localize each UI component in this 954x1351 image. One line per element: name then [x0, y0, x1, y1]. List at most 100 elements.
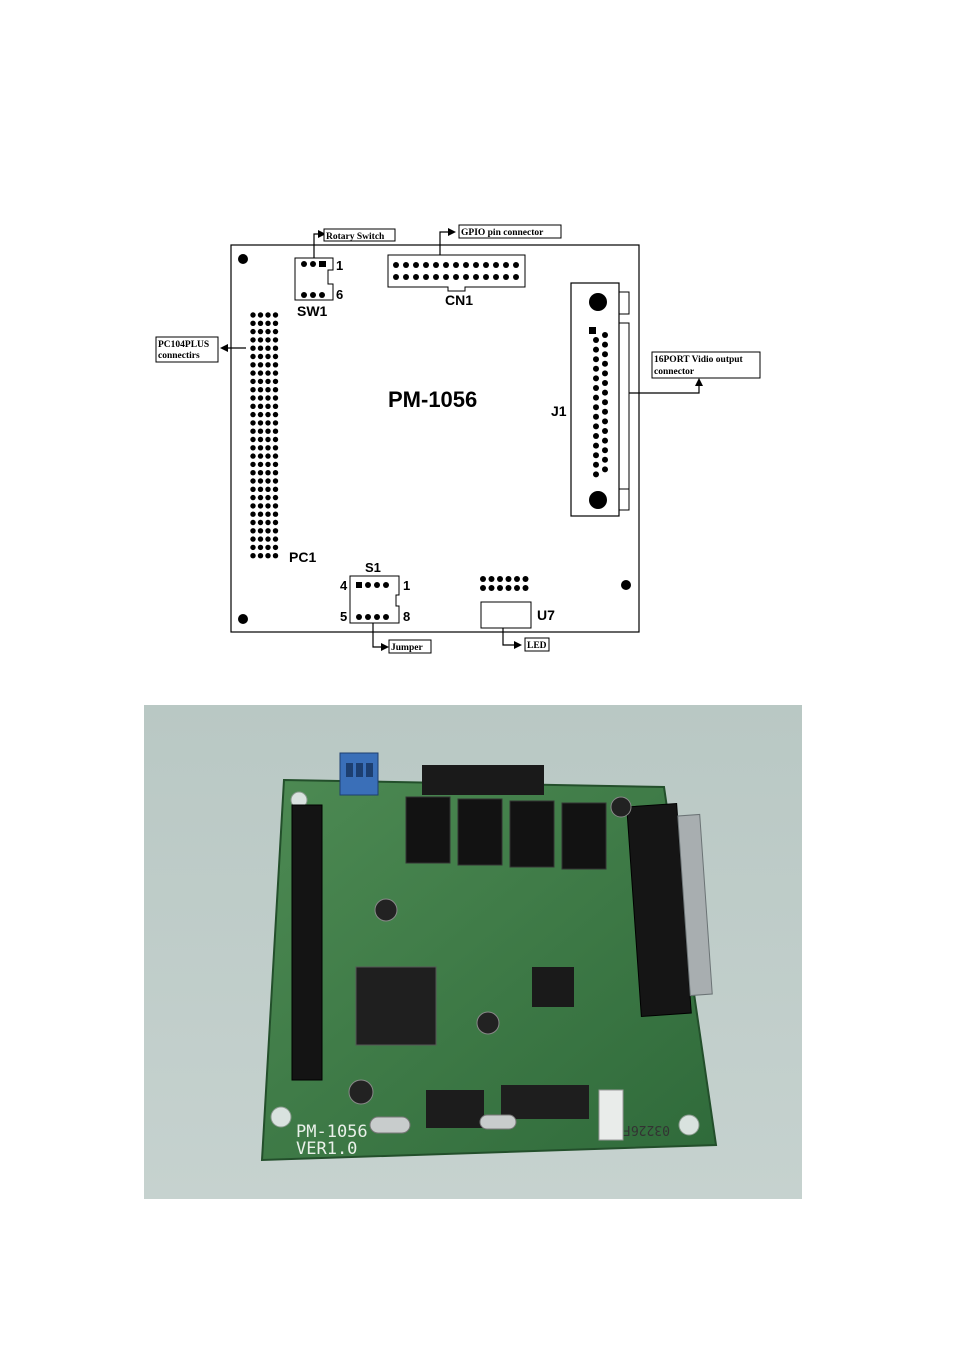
pc1-pin	[272, 511, 279, 517]
pc1-pin	[265, 478, 271, 484]
pc1-pin	[257, 403, 264, 409]
pc1-pin	[272, 403, 279, 409]
sw1-label: SW1	[297, 303, 328, 319]
u7-pin	[522, 585, 529, 591]
pc1-pin	[272, 353, 279, 360]
u7-pin	[488, 576, 495, 582]
pc1-pin	[257, 511, 264, 517]
pc1-pin	[250, 320, 256, 326]
silkscreen-version: VER1.0	[296, 1139, 357, 1159]
pc1-pin	[250, 503, 256, 509]
pc1-pin	[272, 528, 279, 534]
pc1-pin	[257, 436, 264, 443]
cn1-pin	[433, 274, 439, 280]
video-text-1: 16PORT Vidio output	[654, 355, 744, 365]
pc1-pin	[272, 544, 279, 551]
led-connector	[598, 1089, 624, 1141]
j1-connector	[570, 282, 630, 517]
s1-pin-4: 4	[340, 578, 348, 593]
pc104-callout	[155, 336, 219, 363]
pc1-pin	[272, 553, 279, 559]
u7-pin	[522, 576, 529, 582]
board-outline	[230, 244, 640, 633]
pc1-pin	[265, 503, 271, 509]
pc1-pin	[272, 411, 279, 418]
regulator-ic	[532, 967, 574, 1007]
pc1-pin	[257, 536, 264, 542]
j1-pin	[602, 389, 608, 396]
relay-3	[509, 800, 555, 868]
relay-4	[561, 802, 607, 870]
relay-1	[405, 796, 451, 864]
s1-pin-1: 1	[403, 578, 410, 593]
pc1-pin	[250, 436, 256, 443]
sw1-pin-1: 1	[336, 258, 343, 273]
pc1-label: PC1	[289, 549, 316, 565]
pc1-pin	[265, 362, 271, 368]
j1-pin	[602, 447, 608, 454]
pc1-pin	[272, 428, 279, 434]
pc1-pin	[250, 528, 256, 534]
pc1-pin	[250, 553, 256, 559]
j1-pin	[593, 346, 599, 353]
j1-pin	[602, 456, 608, 463]
u7-pin	[488, 585, 495, 591]
cn1-pin	[483, 262, 489, 268]
pc1-pin	[250, 453, 256, 459]
pc1-pin	[257, 503, 264, 509]
pc1-pin	[265, 544, 271, 551]
pc1-pin	[272, 387, 279, 393]
pc1-pin	[250, 536, 256, 542]
s1-block: S1 4 1 5 8	[340, 560, 410, 624]
j1-pin	[602, 437, 608, 444]
j1-pin	[593, 394, 599, 401]
part-label: 03226F	[623, 1122, 670, 1137]
pc1-pin	[250, 544, 256, 551]
pc104-text-2: connectirs	[158, 351, 200, 361]
pc1-pin	[250, 411, 256, 418]
j1-pin	[593, 404, 599, 411]
board-name: PM-1056	[388, 387, 477, 412]
pc1-pin	[265, 536, 271, 542]
pc1-pin	[272, 362, 279, 368]
cn1-pin	[403, 262, 409, 268]
pc1-pin	[250, 420, 256, 426]
soic-ic	[501, 1085, 589, 1119]
pc1-pin	[257, 486, 264, 492]
cn1-pin	[423, 262, 429, 268]
cn1-pin	[413, 262, 419, 268]
j1-pin	[602, 360, 608, 367]
cn1-pin	[423, 274, 429, 280]
sw1-pin-6: 6	[336, 287, 343, 302]
board-photo: PM-1056 VER1.0 03226F	[144, 705, 802, 1199]
pc1-pin	[265, 345, 271, 351]
cn1-pin	[493, 274, 499, 280]
pc1-pin	[257, 345, 264, 351]
video-output-callout	[651, 351, 761, 379]
u7-pin	[497, 576, 503, 582]
led-callout	[524, 637, 550, 652]
gpio-callout	[458, 224, 562, 239]
pc1-pin	[257, 362, 264, 368]
pc1-pin	[265, 312, 271, 318]
pc1-pin	[265, 553, 271, 559]
pc1-pin	[272, 378, 279, 385]
pc1-pin	[257, 453, 264, 459]
pc1-pin	[250, 395, 256, 401]
pc1-pin	[257, 395, 264, 401]
j1-pin	[602, 418, 608, 425]
pc1-pin	[250, 470, 256, 476]
pc1-pin	[250, 461, 256, 468]
s1-pin-8: 8	[403, 609, 410, 624]
rotary-switch-text: Rotary Switch	[326, 232, 385, 242]
pc1-pin	[272, 370, 279, 376]
cn1-pin	[483, 274, 489, 280]
j1-pin	[602, 351, 608, 358]
pc1-pin	[272, 337, 279, 343]
pc1-pin	[257, 353, 264, 360]
j1-pin	[602, 428, 608, 434]
pc1-pin	[272, 453, 279, 459]
pc1-pin	[272, 345, 279, 351]
j1-pin	[602, 380, 608, 386]
pc1-pin	[265, 494, 271, 501]
